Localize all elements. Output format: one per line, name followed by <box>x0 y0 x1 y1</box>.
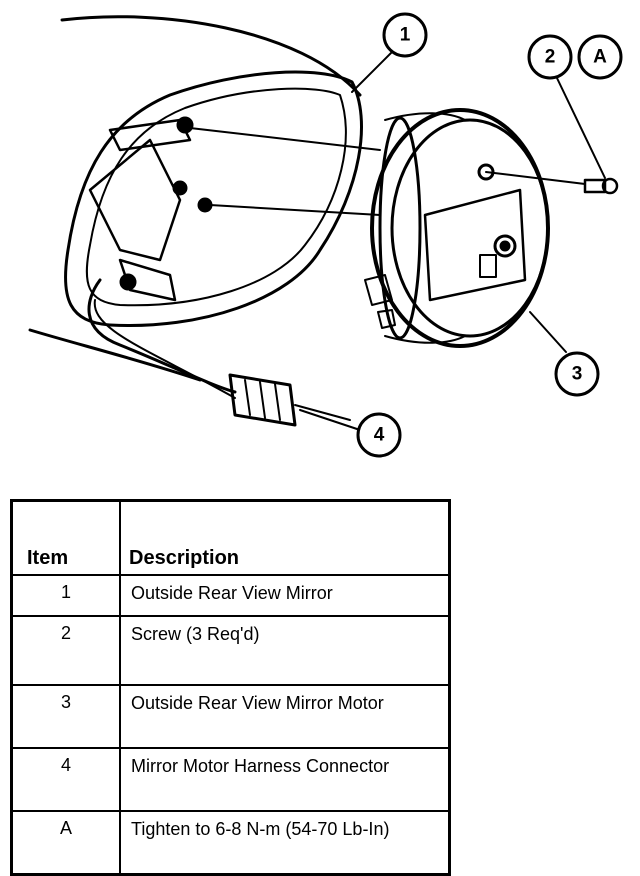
legend-item: 4 <box>10 747 121 812</box>
callout-a: A <box>577 34 623 80</box>
callout-3: 3 <box>554 351 600 397</box>
mirror-motor <box>364 108 550 348</box>
legend-row: 3 Outside Rear View Mirror Motor <box>10 684 451 749</box>
mirror-housing <box>63 70 363 328</box>
legend-description: Outside Rear View Mirror <box>119 574 451 617</box>
legend-row: 2 Screw (3 Req'd) <box>10 615 451 686</box>
legend-description: Outside Rear View Mirror Motor <box>119 684 451 749</box>
legend-header-description: Description <box>119 499 451 576</box>
legend-header-item: Item <box>10 499 121 576</box>
callout-2: 2 <box>527 34 573 80</box>
svg-text:2: 2 <box>545 47 556 68</box>
callout-1: 1 <box>382 12 428 58</box>
svg-text:1: 1 <box>400 25 411 46</box>
legend-row: 1 Outside Rear View Mirror <box>10 574 451 617</box>
screw <box>485 171 619 195</box>
legend-item: A <box>10 810 121 876</box>
svg-text:3: 3 <box>572 364 583 385</box>
harness-wires <box>87 278 237 394</box>
legend-header-row: Item Description <box>10 499 451 576</box>
legend-row: 4 Mirror Motor Harness Connector <box>10 747 451 812</box>
legend-description: Mirror Motor Harness Connector <box>119 747 451 812</box>
legend-item: 1 <box>10 574 121 617</box>
legend-table: Item Description 1 Outside Rear View Mir… <box>10 499 451 876</box>
legend-description: Tighten to 6-8 N-m (54-70 Lb-In) <box>119 810 451 876</box>
svg-text:4: 4 <box>374 425 385 446</box>
legend-item: 3 <box>10 684 121 749</box>
callout-4: 4 <box>356 412 402 458</box>
legend-item: 2 <box>10 615 121 686</box>
legend-description: Screw (3 Req'd) <box>119 615 451 686</box>
legend-row: A Tighten to 6-8 N-m (54-70 Lb-In) <box>10 810 451 876</box>
mirror-motor-exploded-illustration: 1 2 A 3 4 <box>28 12 623 458</box>
door-body-outline <box>60 15 362 97</box>
harness-connector <box>228 373 297 427</box>
svg-text:A: A <box>593 47 607 68</box>
